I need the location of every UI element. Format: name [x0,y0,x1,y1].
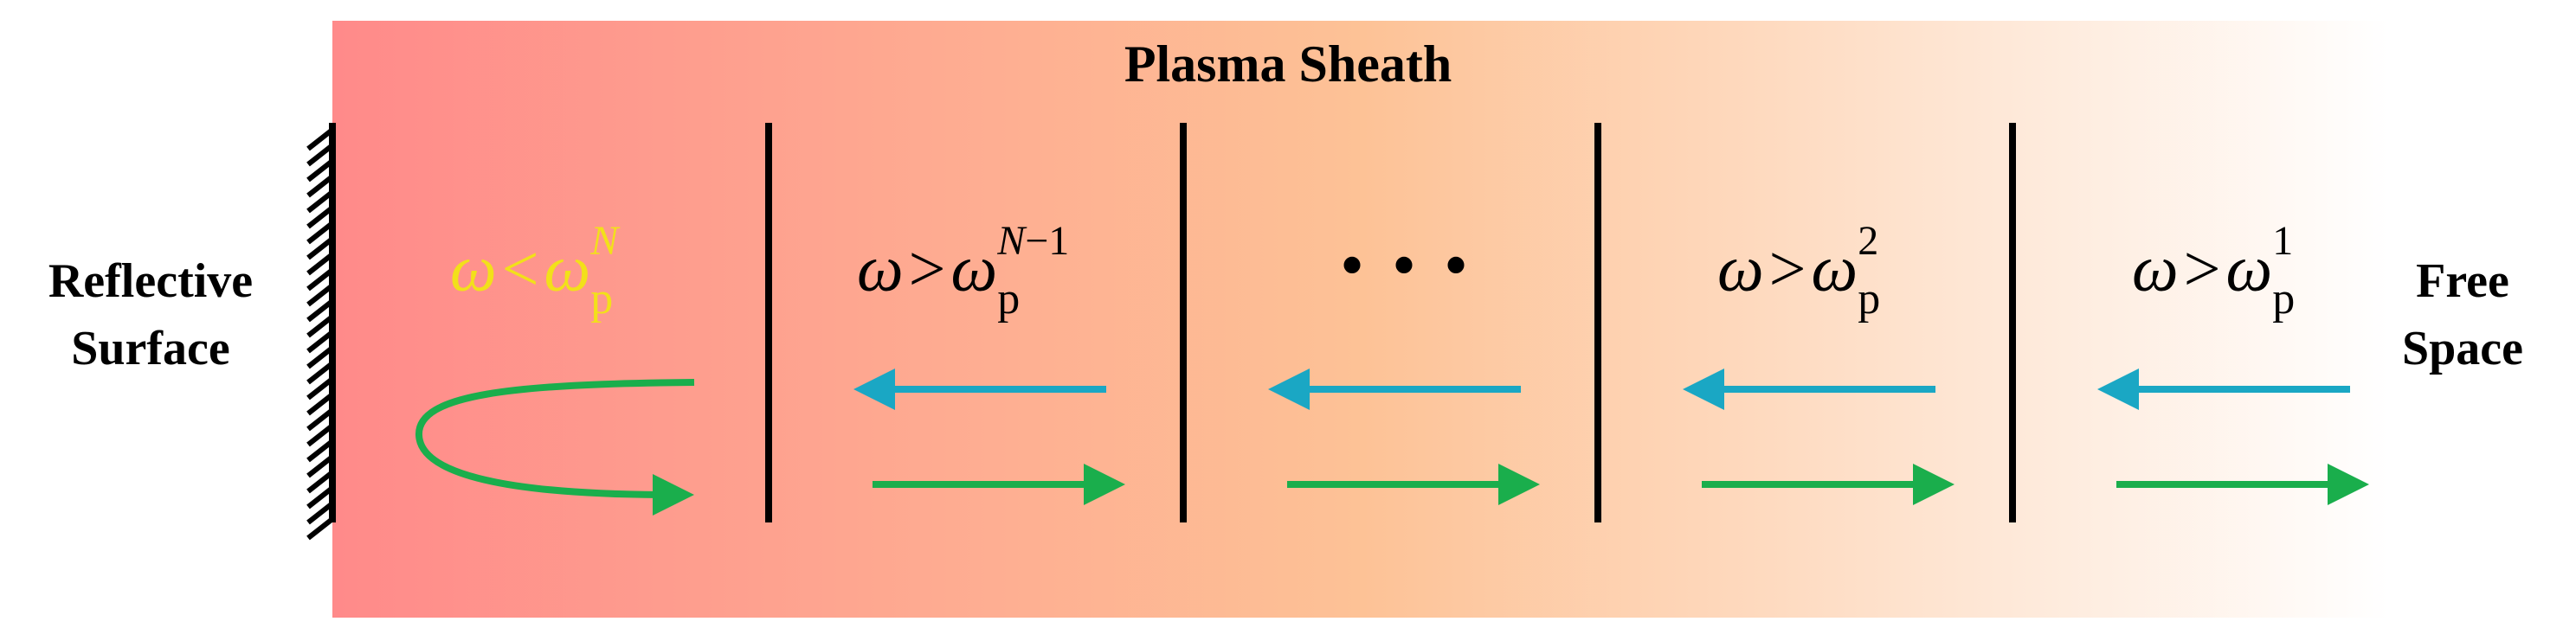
wall-hatch-line [306,298,334,323]
wall-hatch-line [306,236,334,260]
reflective-surface-label: Reflective Surface [3,247,298,382]
region-4-condition: ω>ωp2 [1717,218,1881,324]
reflective-wall [306,123,336,541]
wall-hatch-line [306,189,334,214]
region-5-condition: ω>ωp1 [2132,218,2296,324]
diagram-title: Plasma Sheath [1124,35,1452,93]
layer-boundaries [765,123,2016,522]
wall-hatch-line [306,252,334,276]
wall-hatch-line [306,439,334,463]
wall-hatch-line [306,516,334,541]
plasma-sheath-region [332,21,2389,618]
wall-hatch-line [306,470,334,494]
wall-hatch-line [306,314,334,338]
right-label-line2: Space [2402,322,2523,375]
region-2-condition: ω>ωpN−1 [857,218,1070,324]
right-label-line1: Free [2416,254,2509,308]
wall-hatch-line [306,127,334,151]
left-label-line1: Reflective [48,254,254,308]
wall-hatch-line [306,158,334,183]
wall-hatch-line [306,283,334,307]
wall-hatch-line [306,221,334,245]
wall-hatch-line [306,174,334,198]
wall-hatch-line [306,267,334,292]
wall-hatch-line [306,485,334,509]
left-label-line2: Surface [71,322,230,375]
free-space-label: Free Space [2359,247,2566,382]
reflection-turn-arrow [415,379,695,516]
wall-hatch-line [306,376,334,401]
wall-hatch-line [306,205,334,229]
wall-hatch-line [306,407,334,432]
wall-hatch-line [306,330,334,354]
wall-hatch-line [306,361,334,385]
wall-hatch-line [306,345,334,369]
wall-hatch-line [306,143,334,167]
region-3-ellipsis: • • • [1340,227,1474,304]
region-1-condition: ω<ωpN [450,218,619,324]
wall-hatch-line [306,392,334,416]
wall-hatch-line [306,501,334,525]
wall-hatch-line [306,423,334,447]
wall-hatch-line [306,454,334,478]
